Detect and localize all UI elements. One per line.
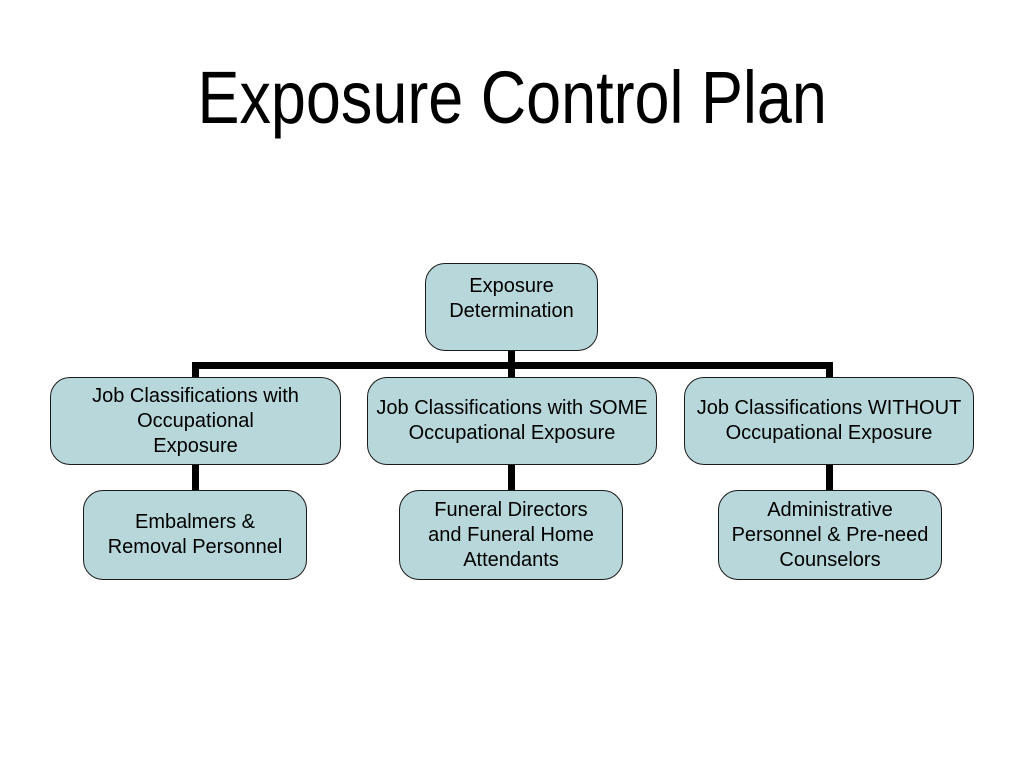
node-job-class-with-occupational-exposure: Job Classifications with Occupational Ex…	[50, 377, 341, 465]
connector-right-node-to-child	[826, 463, 833, 492]
node-embalmers-removal-personnel: Embalmers & Removal Personnel	[83, 490, 307, 580]
connector-center-node-to-child	[508, 463, 515, 492]
slide-title: Exposure Control Plan	[0, 60, 1024, 136]
node-job-class-with-some-occupational-exposure: Job Classifications with SOME Occupation…	[367, 377, 657, 465]
node-job-class-without-occupational-exposure: Job Classifications WITHOUT Occupational…	[684, 377, 974, 465]
slide-title-text: Exposure Control Plan	[197, 56, 827, 139]
connector-bar-to-right-node	[826, 366, 833, 379]
node-exposure-determination: Exposure Determination	[425, 263, 598, 351]
node-funeral-directors-attendants: Funeral Directors and Funeral Home Atten…	[399, 490, 623, 580]
connector-horizontal-bar	[192, 362, 833, 369]
node-administrative-personnel-counselors: Administrative Personnel & Pre-need Coun…	[718, 490, 942, 580]
connector-left-node-to-child	[192, 463, 199, 492]
connector-root-to-bar	[508, 349, 515, 369]
connector-bar-to-left-node	[192, 366, 199, 379]
connector-bar-to-center-node	[508, 366, 515, 379]
